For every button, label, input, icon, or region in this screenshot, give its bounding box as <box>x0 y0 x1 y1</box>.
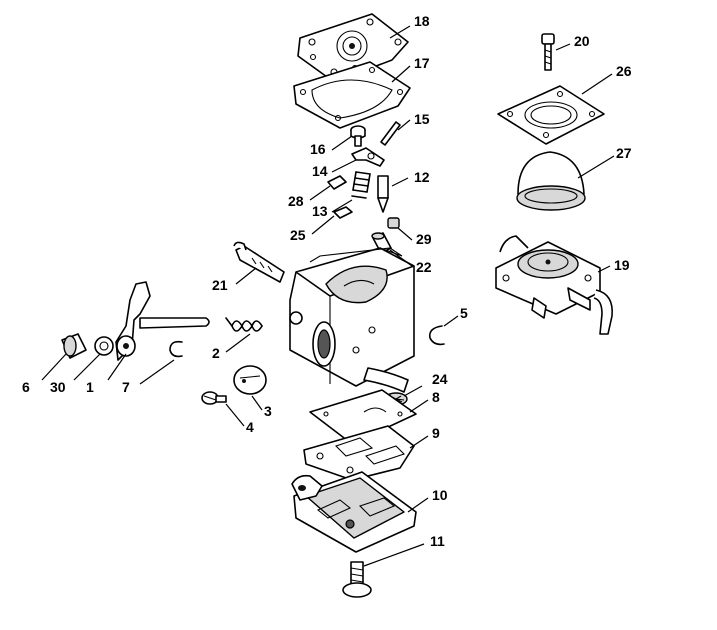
callout-2: 2 <box>212 345 220 361</box>
callout-26: 26 <box>616 63 632 79</box>
callout-22: 22 <box>416 259 432 275</box>
callout-25: 25 <box>290 227 306 243</box>
part-12-needle <box>377 175 389 213</box>
callout-27: 27 <box>616 145 632 161</box>
part-27-primer-bulb <box>516 151 586 211</box>
callout-17: 17 <box>414 55 430 71</box>
part-5-circlip <box>428 325 445 346</box>
part-1-throttle-lever <box>115 281 210 361</box>
callout-7: 7 <box>122 379 130 395</box>
part-13-spring <box>351 171 371 199</box>
callout-28: 28 <box>288 193 304 209</box>
callout-3: 3 <box>264 403 272 419</box>
callout-numbers: 18 17 15 16 14 12 28 13 25 29 22 21 5 2 … <box>22 13 632 549</box>
callout-24: 24 <box>432 371 448 387</box>
part-8-diaphragm <box>309 389 417 445</box>
part-4-screw <box>201 391 227 405</box>
part-15-pin <box>380 121 401 146</box>
leader-lines <box>41 25 615 567</box>
part-16-screw <box>350 125 366 147</box>
part-28-plug <box>327 175 347 190</box>
part-14-lever <box>351 147 385 167</box>
callout-30: 30 <box>50 379 66 395</box>
part-17-gasket <box>293 61 411 129</box>
part-10-base <box>291 471 417 553</box>
carburetor-body <box>289 247 415 393</box>
callout-13: 13 <box>312 203 328 219</box>
part-2-spring <box>225 317 263 332</box>
callout-14: 14 <box>312 163 328 179</box>
part-25-plug <box>333 206 353 219</box>
callout-15: 15 <box>414 111 430 127</box>
callout-20: 20 <box>574 33 590 49</box>
callout-8: 8 <box>432 389 440 405</box>
callout-11: 11 <box>430 533 445 549</box>
callout-9: 9 <box>432 425 440 441</box>
part-30-washer <box>94 336 114 356</box>
part-29-seat <box>387 217 400 229</box>
part-20-screw <box>541 33 555 71</box>
callout-19: 19 <box>614 257 630 273</box>
part-11-screw <box>342 561 372 598</box>
callout-21: 21 <box>212 277 228 293</box>
part-26-cover-plate <box>497 85 605 145</box>
callout-16: 16 <box>310 141 326 157</box>
part-3-throttle-plate <box>233 365 267 395</box>
callout-29: 29 <box>416 231 432 247</box>
callout-4: 4 <box>246 419 254 435</box>
callout-12: 12 <box>414 169 430 185</box>
part-7-circlip <box>169 340 183 358</box>
part-6-sleeve <box>61 333 87 359</box>
part-9-gasket <box>303 425 415 481</box>
part-19-pump-housing <box>495 235 613 335</box>
part-21-shaft <box>233 241 285 283</box>
callout-1: 1 <box>86 379 94 395</box>
callout-18: 18 <box>414 13 430 29</box>
callout-6: 6 <box>22 379 30 395</box>
callout-10: 10 <box>432 487 448 503</box>
callout-5: 5 <box>460 305 468 321</box>
